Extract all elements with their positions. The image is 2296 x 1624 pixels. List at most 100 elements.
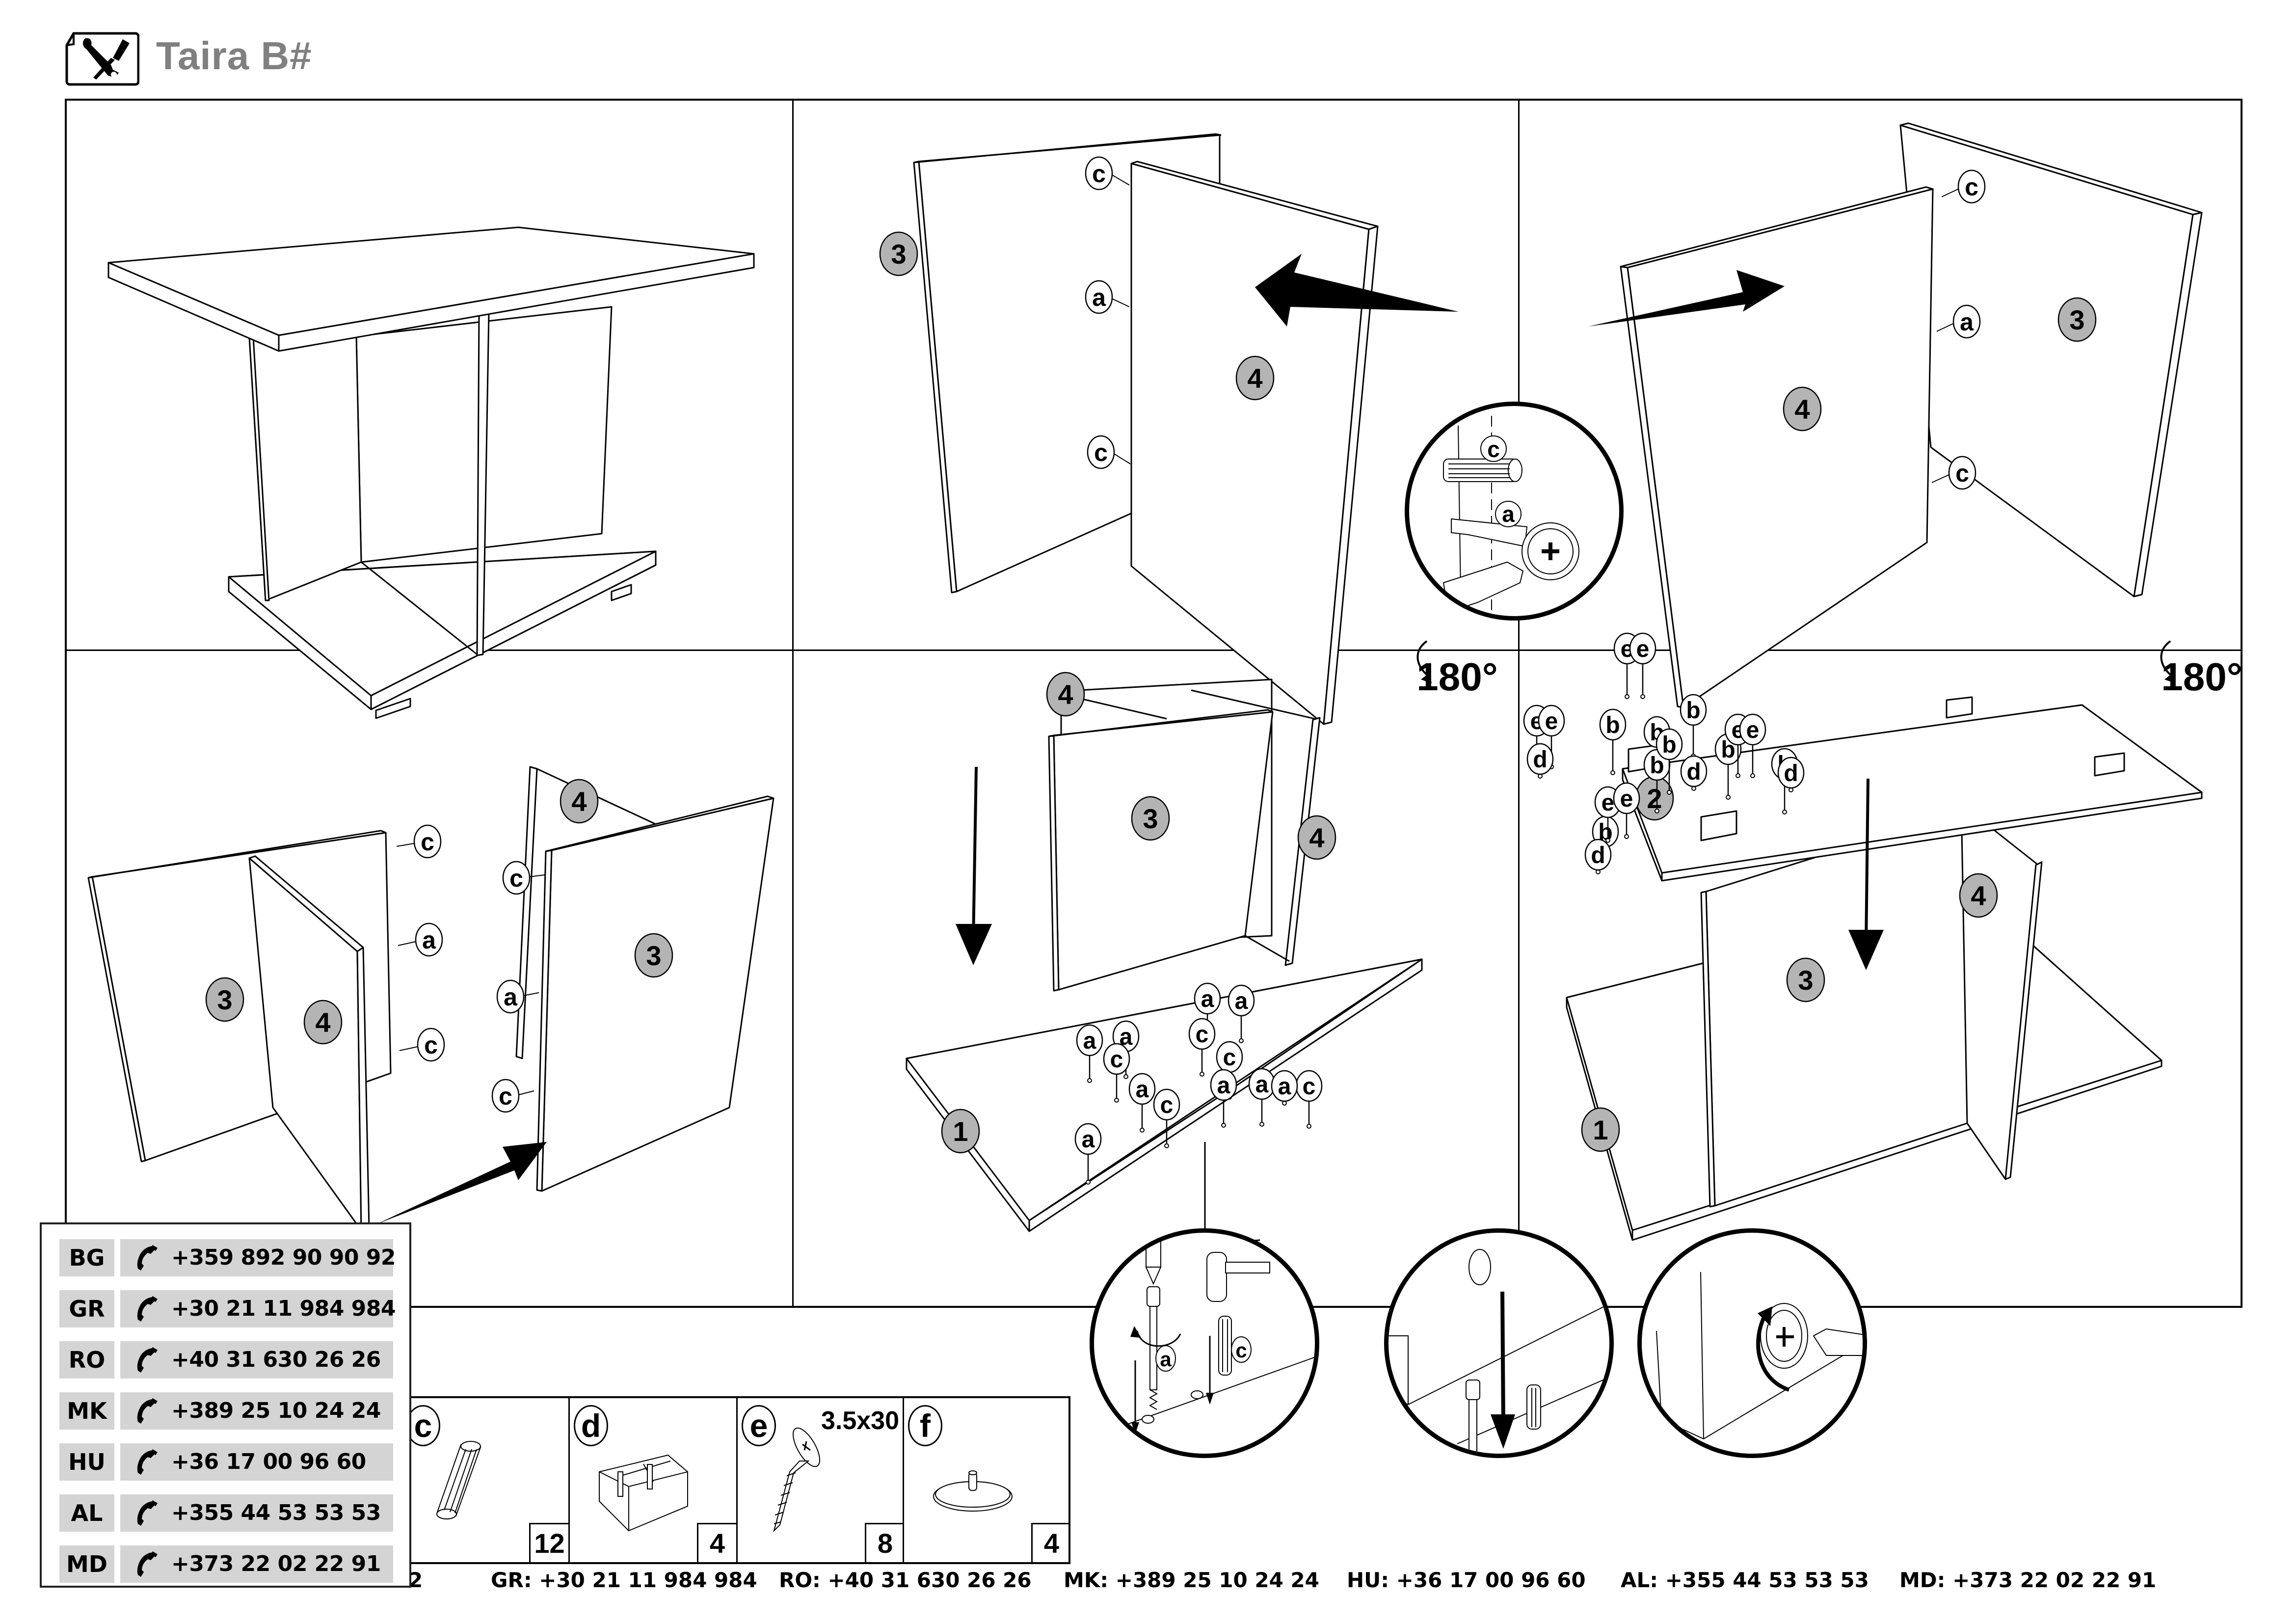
hardware-letter: f [908, 1405, 942, 1446]
rotate-180-icon [1416, 640, 1432, 683]
drill-hole-marker [1726, 795, 1731, 800]
fitting-label: c [1103, 1043, 1130, 1103]
drill-hole-marker [1782, 810, 1787, 814]
svg-text:c: c [1487, 436, 1500, 462]
phone-number[interactable]: +359 892 90 90 92 [171, 1245, 396, 1270]
phone-number[interactable]: +40 31 630 26 26 [171, 1347, 381, 1372]
part-badge: 1 [1581, 1107, 1620, 1152]
svg-text:c: c [1965, 173, 1978, 201]
cam-bolt-icon [1466, 1380, 1480, 1454]
cam-bolt-icon [1451, 518, 1579, 580]
svg-text:c: c [1094, 439, 1108, 466]
assembled-table-illustration [107, 226, 755, 719]
cam-bolt-icon [1147, 1286, 1160, 1410]
phone-number[interactable]: +389 25 10 24 24 [171, 1398, 381, 1423]
svg-text:4: 4 [1794, 394, 1810, 425]
dowel-icon [1526, 1384, 1541, 1430]
part-badge: 4 [303, 1000, 343, 1045]
support-phone-row: MK +389 25 10 24 24 [59, 1392, 393, 1430]
support-phone-row: RO +40 31 630 26 26 [59, 1341, 393, 1379]
phone-number-cell: +355 44 53 53 53 [120, 1494, 393, 1532]
phone-number[interactable]: +355 44 53 53 53 [171, 1500, 381, 1525]
direction-arrow-icon [1255, 254, 1459, 326]
svg-text:3: 3 [646, 940, 661, 971]
svg-text:a: a [1136, 1077, 1149, 1103]
fitting-label: c [1295, 1070, 1323, 1129]
svg-text:d: d [1686, 759, 1701, 785]
phone-number-cell: +389 25 10 24 24 [120, 1392, 393, 1430]
fitting-label: a [1076, 1024, 1103, 1083]
tools-wrench-screwdriver-icon [65, 32, 139, 86]
svg-text:a: a [1160, 1348, 1172, 1371]
wooden-dowel-icon [436, 1441, 481, 1519]
phone-number[interactable]: +36 17 00 96 60 [171, 1449, 366, 1474]
screwdriver-bit-icon [1145, 1233, 1162, 1285]
drill-hole-marker [1114, 1098, 1119, 1103]
phone-number-cell: +373 22 02 22 91 [120, 1545, 393, 1583]
step-3-panel: c a c 3 4 [1520, 101, 2241, 708]
fitting-label: b [1680, 694, 1707, 758]
drill-hole-marker [1259, 1122, 1264, 1127]
fitting-callouts: eebbbeebbbbeedbeeddd [1523, 632, 1805, 874]
svg-text:a: a [504, 983, 518, 1011]
step-4-illustration: c a c c a c 3 4 4 3 [87, 766, 774, 1231]
fitting-label: e [1739, 713, 1766, 778]
drill-hole-marker [1610, 770, 1615, 775]
svg-text:4: 4 [315, 1007, 330, 1038]
footer-phone-md: MD: +373 22 02 22 91 [1899, 1568, 2157, 1592]
fitting-label: a [1074, 1123, 1102, 1185]
phone-number-cell: +40 31 630 26 26 [120, 1341, 393, 1379]
down-arrow-icon [1848, 778, 1884, 970]
svg-text:e: e [1602, 790, 1615, 816]
phone-handset-icon [134, 1295, 160, 1323]
svg-text:4: 4 [1971, 880, 1986, 911]
step-4-panel: c a c c a c 3 4 4 3 [67, 651, 791, 1306]
hardware-quantity: 4 [1031, 1523, 1070, 1562]
country-code: MK [59, 1392, 114, 1430]
phone-handset-icon [134, 1244, 160, 1272]
part-badge: 4 [1235, 355, 1275, 401]
svg-text:e: e [1545, 708, 1558, 734]
country-code: RO [59, 1341, 114, 1379]
country-code: HU [59, 1443, 114, 1481]
svg-text:c: c [1196, 1022, 1209, 1048]
phone-number[interactable]: +30 21 11 984 984 [171, 1296, 396, 1321]
part-badge: 4 [1783, 386, 1822, 432]
phone-number[interactable]: +373 22 02 22 91 [171, 1551, 381, 1576]
drill-hole-marker [1750, 773, 1755, 778]
svg-text:c: c [1223, 1045, 1236, 1071]
svg-text:1: 1 [953, 1116, 968, 1147]
fitting-label: b [1599, 708, 1627, 775]
rotate-arrow-icon [1758, 1306, 1772, 1326]
svg-text:d: d [1533, 747, 1547, 773]
hardware-quantity: 8 [865, 1523, 904, 1562]
svg-text:3: 3 [217, 984, 232, 1015]
svg-text:a: a [422, 926, 436, 954]
part-badge: 4 [1959, 873, 1998, 918]
down-arrow-icon [1491, 1414, 1515, 1449]
svg-text:b: b [1605, 712, 1620, 738]
svg-text:e: e [1636, 636, 1650, 662]
phone-number-cell: +359 892 90 90 92 [120, 1239, 396, 1276]
svg-text:4: 4 [1247, 363, 1262, 394]
svg-text:e: e [1620, 786, 1633, 812]
drill-hole-marker [1735, 773, 1740, 778]
part-badge: 3 [1131, 796, 1170, 841]
svg-text:c: c [424, 1031, 438, 1059]
svg-text:d: d [1784, 760, 1798, 786]
drill-hole-marker [1087, 1078, 1092, 1083]
grid-divider [1518, 101, 1520, 1306]
fitting-callouts: c a c c a c [396, 824, 545, 1113]
screwdriver-icon [1442, 561, 1524, 613]
detail-bolt-dowel-insert-circle: a c [1090, 1228, 1319, 1458]
fitting-label: a [1248, 1068, 1276, 1127]
fitting-label: c [1948, 456, 1976, 490]
fitting-label: a [1271, 1070, 1298, 1106]
step-1-panel [67, 101, 791, 719]
detail-cam-tighten-circle [1637, 1228, 1867, 1458]
footer-phone-al: AL: +355 44 53 53 53 [1621, 1568, 1869, 1592]
svg-text:e: e [1746, 717, 1760, 743]
hardware-size: 3.5x30 [821, 1407, 899, 1435]
